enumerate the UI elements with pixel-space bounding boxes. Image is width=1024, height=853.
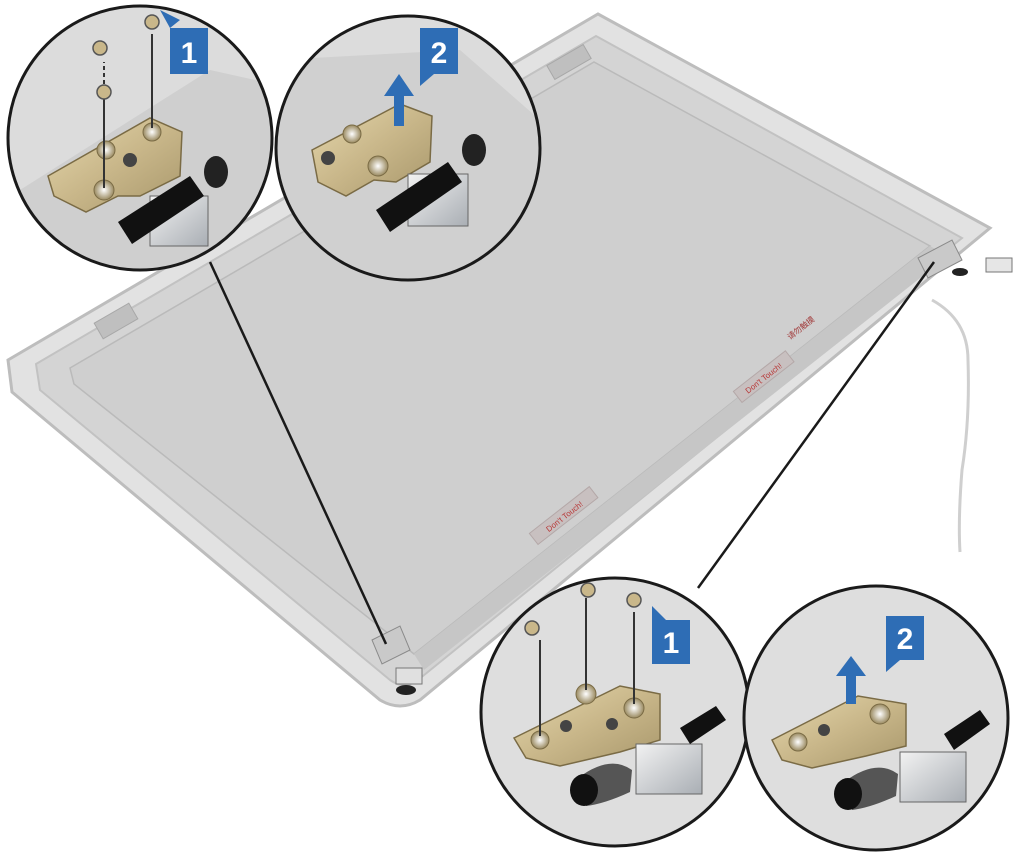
leader-line-right: [696, 261, 936, 589]
step-badge-2-top: 2: [420, 28, 458, 86]
lift-arrow-top: [384, 74, 414, 126]
hinge-barrel-bl: [570, 706, 726, 806]
step-number-2-bottom: 2: [897, 623, 914, 656]
antenna-cable: [931, 298, 970, 553]
step-number-2-top: 2: [431, 37, 448, 70]
panel-bracket: [546, 43, 592, 81]
screw-group-tl: [92, 14, 160, 188]
leader-line-left: [208, 261, 388, 645]
step-badge-1-top: 1: [160, 10, 208, 74]
hinge-barrel-tl: [118, 156, 228, 247]
callout-bottom-right-step2: 2: [742, 584, 1010, 852]
callout-top-right-step2: 2: [274, 14, 542, 282]
screw-group-bl: [524, 582, 642, 736]
panel-connector: [93, 302, 139, 340]
step-number-1-top: 1: [181, 37, 198, 70]
bottom-bezel-strip: [414, 246, 948, 670]
hinge-plate-tr: [311, 103, 433, 197]
hinge-plate-tl: [47, 117, 183, 213]
hinge-plate-br: [770, 695, 907, 769]
step-number-1-bottom: 1: [663, 627, 680, 660]
lift-arrow-bottom: [836, 656, 866, 704]
display-panel: Don't Touch! Don't Touch! 请勿触摸: [6, 12, 1013, 708]
step-badge-2-bottom: 2: [886, 616, 924, 672]
step-badge-1-bottom: 1: [652, 606, 690, 664]
hinge-barrel-br: [834, 710, 990, 810]
hinge-barrel-tr: [376, 134, 486, 232]
callout-bottom-left-step1: 1: [479, 576, 751, 848]
leader-lines: [208, 261, 936, 645]
